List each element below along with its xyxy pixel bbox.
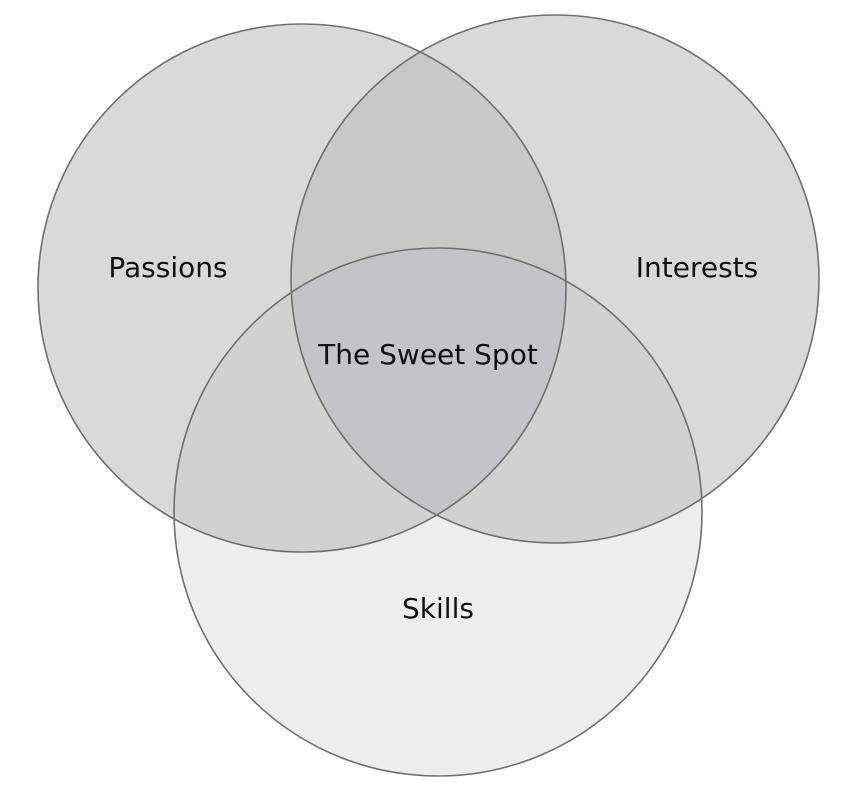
venn-outline-interests [290,14,820,544]
venn-circle-interests [291,15,819,543]
label-passions: Passions [108,251,227,284]
label-interests: Interests [636,251,759,284]
label-skills: Skills [402,592,474,625]
venn-outline-passions [37,23,567,553]
venn-outline-skills [173,247,703,777]
label-sweet-spot: The Sweet Spot [317,338,538,371]
